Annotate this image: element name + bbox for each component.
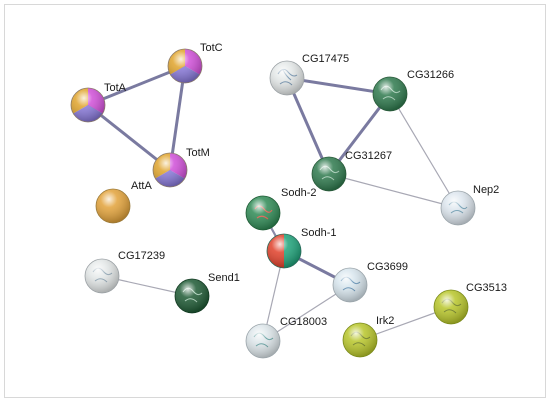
node-cg17239[interactable]: CG17239 xyxy=(84,250,165,294)
edge-tota-totc xyxy=(86,64,187,107)
node-totc[interactable]: TotC xyxy=(165,42,223,86)
node-cg31266[interactable]: CG31266 xyxy=(372,69,454,112)
node-label-tota: TotA xyxy=(104,82,127,94)
node-nep2[interactable]: Nep2 xyxy=(440,184,499,226)
node-label-totc: TotC xyxy=(200,42,223,54)
send1-gloss xyxy=(174,278,210,314)
nep2-gloss xyxy=(440,190,476,226)
node-cg3699[interactable]: CG3699 xyxy=(332,261,408,303)
node-totm[interactable]: TotM xyxy=(150,147,210,190)
edge-tota-totm xyxy=(86,103,172,172)
node-cg17475[interactable]: CG17475 xyxy=(269,53,349,96)
node-label-sodh-2: Sodh-2 xyxy=(281,187,316,199)
node-send1[interactable]: Send1 xyxy=(174,272,240,314)
node-label-irk2: Irk2 xyxy=(376,315,394,327)
node-cg31267[interactable]: CG31267 xyxy=(311,150,392,192)
cg31267-gloss xyxy=(311,156,347,192)
edge-cg31267-nep2 xyxy=(328,173,459,209)
node-irk2[interactable]: Irk2 xyxy=(342,315,394,358)
node-label-send1: Send1 xyxy=(208,272,240,284)
nodes: TotC TotA TotM AttA xyxy=(70,42,507,359)
node-label-cg3513: CG3513 xyxy=(466,282,507,294)
totc-gloss xyxy=(167,48,203,84)
node-label-totm: TotM xyxy=(186,147,210,159)
node-label-cg31267: CG31267 xyxy=(345,150,392,162)
totm-gloss xyxy=(152,152,188,188)
node-label-cg17239: CG17239 xyxy=(118,250,165,262)
node-label-cg3699: CG3699 xyxy=(367,261,408,273)
tota-gloss xyxy=(70,87,106,123)
node-sodh-1[interactable]: Sodh-1 xyxy=(266,227,336,269)
edge-cg31266-nep2 xyxy=(389,93,459,209)
node-label-cg18003: CG18003 xyxy=(280,316,327,328)
node-label-cg17475: CG17475 xyxy=(302,53,349,65)
cg3513-gloss xyxy=(433,289,469,325)
node-label-sodh-1: Sodh-1 xyxy=(301,227,336,239)
node-sodh-2[interactable]: Sodh-2 xyxy=(245,187,316,231)
atta-gloss xyxy=(95,188,131,224)
node-label-atta: AttA xyxy=(131,180,152,192)
cg18003-gloss xyxy=(245,323,281,359)
cg17239-gloss xyxy=(84,258,120,294)
node-atta[interactable]: AttA xyxy=(95,180,152,224)
node-cg3513[interactable]: CG3513 xyxy=(433,282,507,325)
irk2-gloss xyxy=(342,322,378,358)
cg3699-gloss xyxy=(332,267,368,303)
node-label-nep2: Nep2 xyxy=(473,184,499,196)
sodh-2-gloss xyxy=(245,195,281,231)
sodh-1-gloss xyxy=(266,233,302,269)
cg31266-gloss xyxy=(372,76,408,112)
node-cg18003[interactable]: CG18003 xyxy=(245,316,327,359)
edge-cg17475-cg31267 xyxy=(285,76,331,176)
cg17475-gloss xyxy=(269,60,305,96)
node-label-cg31266: CG31266 xyxy=(407,69,454,81)
edge-totc-totm xyxy=(168,64,187,172)
